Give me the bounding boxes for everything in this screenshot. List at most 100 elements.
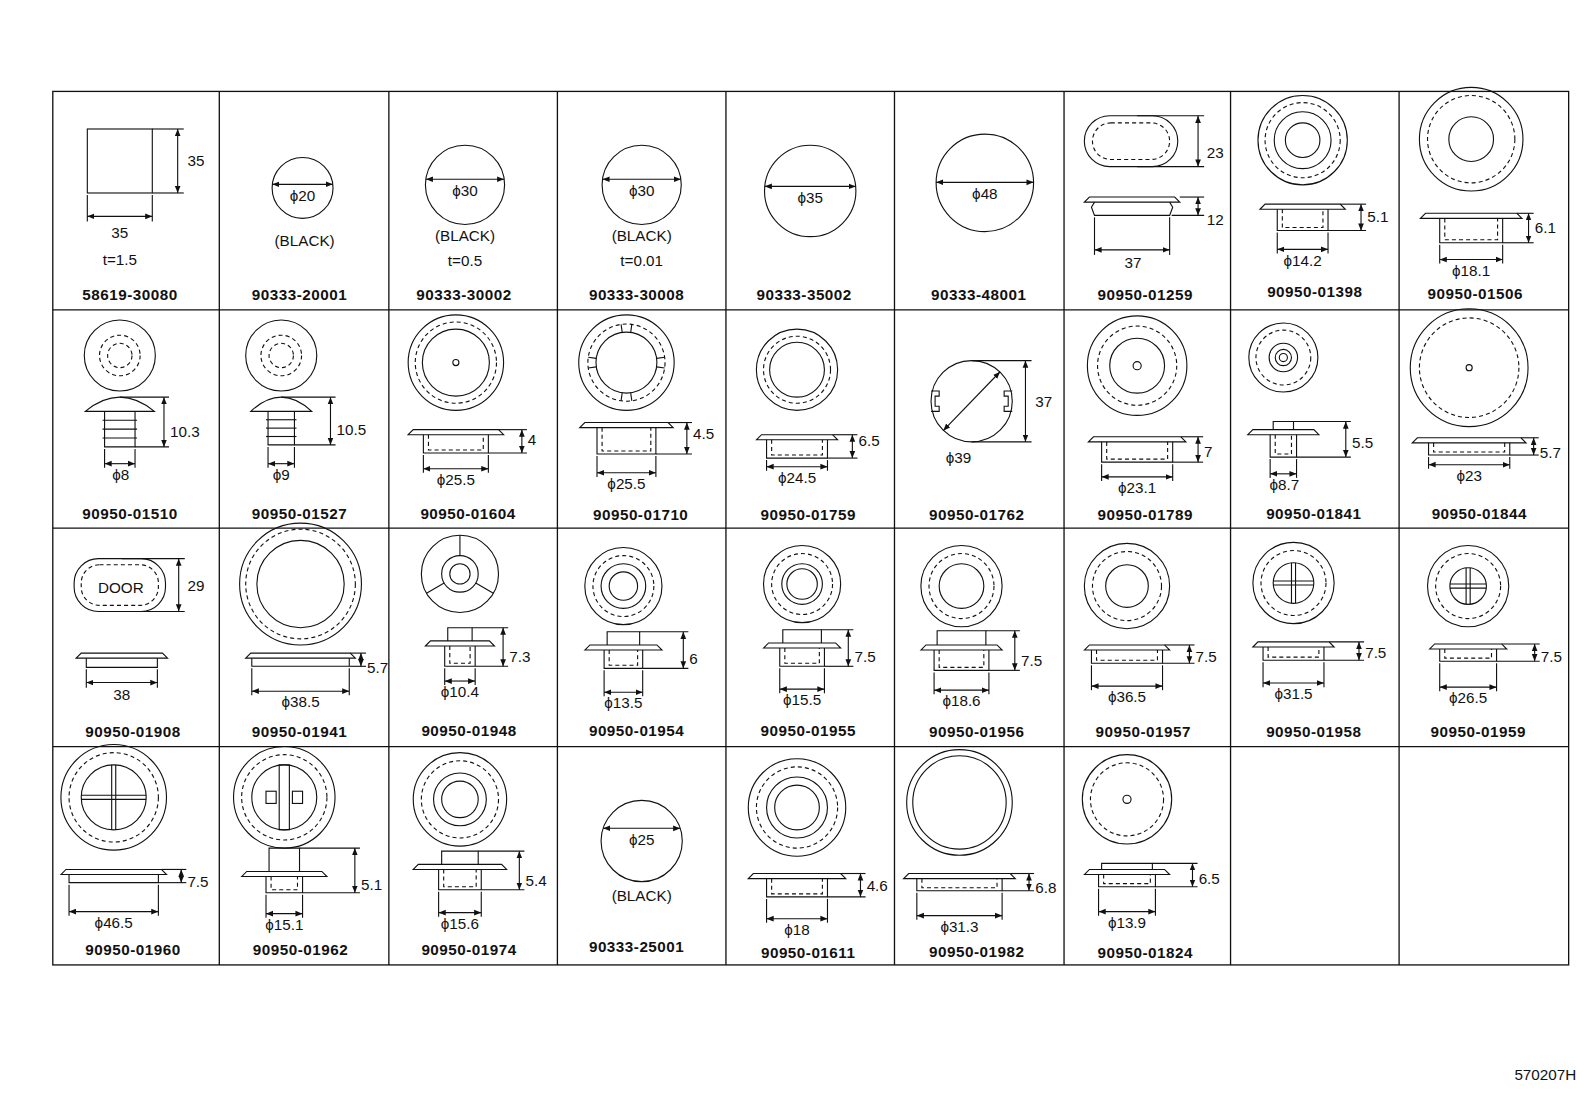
dimension-line xyxy=(936,182,1033,183)
dimension-line xyxy=(445,680,475,681)
dimension-label: 570207H xyxy=(1514,1067,1576,1082)
part-outline xyxy=(764,545,841,622)
part-profile xyxy=(1420,213,1522,218)
drawing-line xyxy=(1450,583,1487,584)
dimension-label: t=1.5 xyxy=(103,251,137,266)
drawing-line xyxy=(87,195,88,221)
part-profile xyxy=(423,435,488,453)
part-number: 90950-01604 xyxy=(420,505,515,520)
drawing-line xyxy=(265,895,266,918)
dimension-line xyxy=(163,397,164,447)
dimension-label: ϕ18.6 xyxy=(942,693,980,708)
part-profile xyxy=(1097,650,1158,660)
part-profile xyxy=(1412,438,1526,443)
part-outline xyxy=(1092,123,1169,160)
part-number: 90950-01974 xyxy=(421,942,516,957)
drawing-line xyxy=(427,583,445,593)
part-outline xyxy=(601,800,682,881)
part-outline xyxy=(442,781,479,818)
part-number: 90950-01959 xyxy=(1431,724,1526,739)
part-outline xyxy=(61,745,167,851)
part-outline xyxy=(588,324,665,401)
part-profile xyxy=(69,875,158,883)
dimension-line xyxy=(1091,686,1162,687)
dimension-label: 7.5 xyxy=(1365,644,1386,659)
drawing-line xyxy=(1297,457,1351,458)
part-outline xyxy=(772,554,833,615)
dimension-label: ϕ18.1 xyxy=(1452,263,1490,278)
part-outline xyxy=(602,145,681,224)
part-profile xyxy=(1275,435,1291,454)
drawing-line xyxy=(294,444,335,445)
part-outline xyxy=(84,320,155,391)
part-profile xyxy=(607,632,639,645)
part-outline xyxy=(921,545,1002,626)
dimension-label: ϕ8.7 xyxy=(1270,477,1300,492)
drawing-line xyxy=(640,631,689,632)
dimension-line xyxy=(1429,464,1510,465)
part-profile xyxy=(448,628,472,641)
part-outline xyxy=(1087,316,1187,416)
part-profile xyxy=(252,658,349,666)
part-profile xyxy=(748,874,845,879)
part-outline xyxy=(425,145,504,224)
drawing-line xyxy=(657,367,665,368)
dimension-label: ϕ24.5 xyxy=(778,470,816,485)
part-outline xyxy=(1274,112,1331,169)
dimension-label: ϕ48 xyxy=(972,185,997,200)
dimension-line xyxy=(1198,116,1199,167)
dimension-label: 6.1 xyxy=(1535,220,1556,235)
dimension-label: ϕ15.6 xyxy=(441,916,479,931)
part-profile xyxy=(1430,644,1507,649)
drawing-line xyxy=(1277,233,1278,254)
part-profile xyxy=(269,848,299,871)
dimension-line xyxy=(105,463,135,464)
dimension-line xyxy=(268,463,294,464)
dimension-label: ϕ10.4 xyxy=(441,684,479,699)
part-outline xyxy=(1428,545,1509,626)
dimension-label: 5.1 xyxy=(1367,209,1388,224)
dimension-label: 7.5 xyxy=(854,649,875,664)
part-profile xyxy=(917,879,1002,891)
part-outline xyxy=(269,343,293,367)
part-number: 90950-01259 xyxy=(1098,287,1193,302)
part-profile xyxy=(937,631,986,645)
drawing-line xyxy=(841,873,866,874)
drawing-line xyxy=(488,455,489,473)
dimension-label: 4.5 xyxy=(693,426,714,441)
part-outline xyxy=(787,569,817,599)
drawing-line xyxy=(349,666,366,667)
drawing-line xyxy=(481,889,524,890)
part-profile xyxy=(922,879,997,888)
part-outline xyxy=(1110,338,1165,393)
dimension-line xyxy=(423,468,488,469)
part-outline xyxy=(913,756,1006,849)
part-outline xyxy=(782,564,823,605)
part-outline xyxy=(579,315,674,410)
part-outline xyxy=(453,360,459,366)
dimension-line xyxy=(426,179,504,180)
part-profile xyxy=(251,397,312,411)
dimension-label: 5.5 xyxy=(1352,435,1373,450)
drawing-line xyxy=(111,765,112,830)
part-outline xyxy=(408,315,503,410)
drawing-line xyxy=(833,434,858,435)
part-profile xyxy=(1102,863,1153,869)
dimension-line xyxy=(860,874,861,897)
part-profile xyxy=(604,650,643,668)
part-profile xyxy=(413,864,506,869)
part-profile xyxy=(1440,218,1503,242)
part-outline xyxy=(240,523,362,645)
part-number: 90950-01955 xyxy=(761,723,856,738)
dimension-line xyxy=(252,691,349,692)
part-outline xyxy=(242,755,327,840)
part-number: 90950-01789 xyxy=(1098,506,1193,521)
dimension-label: ϕ35 xyxy=(797,189,822,204)
dimension-label: ϕ13.5 xyxy=(604,695,642,710)
drawing-line xyxy=(104,449,105,468)
drawing-line xyxy=(1466,568,1467,605)
dimension-line xyxy=(917,915,1002,916)
dimension-label: (BLACK) xyxy=(612,228,672,243)
part-outline xyxy=(1133,362,1141,370)
drawing-line xyxy=(1510,454,1539,455)
